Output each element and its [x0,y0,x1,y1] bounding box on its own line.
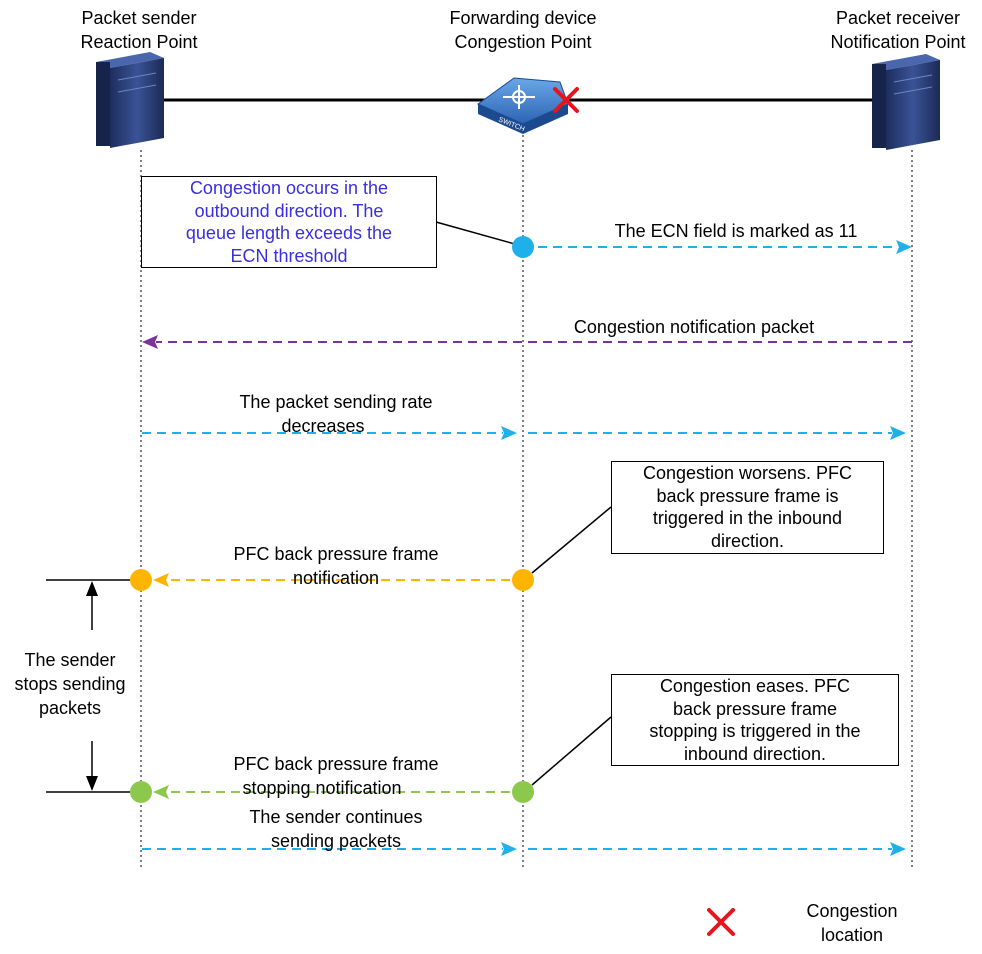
device-label-line2: Congestion Point [454,32,592,52]
worsens-note-line4: direction. [710,530,785,551]
pfc-stop-arrowhead [153,785,169,799]
rate-arrowhead-1 [501,426,517,440]
ecn-note-line4: ECN threshold [230,245,348,266]
receiver-label: Packet receiver Notification Point [800,6,982,54]
eases-note-line3: stopping is triggered in the [649,721,861,741]
worsens-note-line2: back pressure frame is [656,485,839,506]
device-label-line1: Forwarding device [449,8,597,28]
congestion-worsens-note: Congestion worsens. PFC back pressure fr… [611,461,884,554]
continue-line1: The sender continues [249,807,423,827]
pause-note-line2: stops sending [14,674,126,694]
pause-note-line3: packets [38,698,102,718]
pfc-stop-label: PFC back pressure frame stopping notific… [176,752,496,800]
ecn-note-line2: outbound direction. The [194,200,384,221]
sender-label-line1: Packet sender [81,8,197,28]
cnp-label: Congestion notification packet [573,317,815,337]
pfc-stop-line1: PFC back pressure frame [233,754,439,774]
worsens-note-line3: triggered in the inbound [652,508,843,528]
pause-note-line1: The sender [24,650,116,670]
pfc-notify-dot-device [512,569,534,591]
continue-label: The sender continues sending packets [176,805,496,853]
continue-arrowhead-2 [890,842,906,856]
ecn-arrowhead [896,240,912,254]
receiver-label-line1: Packet receiver [835,8,961,28]
sender-label: Packet sender Reaction Point [44,6,234,54]
receiver-label-line2: Notification Point [830,32,966,52]
receiver-server-icon [872,54,940,150]
legend-line1: Congestion [806,901,898,921]
worsens-box-leader [531,506,612,574]
switch-icon: SWITCH [477,77,569,134]
continue-line2: sending packets [270,831,402,851]
eases-note-line1: Congestion eases. PFC [659,676,851,696]
rate-decrease-line2: decreases [281,416,365,436]
pfc-stop-dot-device [512,781,534,803]
eases-box-leader [531,716,612,786]
pfc-notify-dot-sender [130,569,152,591]
rate-decrease-line1: The packet sending rate [239,392,433,412]
ecn-box-leader [435,221,523,247]
pause-up-arrowhead [86,581,98,596]
ecn-note-line1: Congestion occurs in the [189,178,389,198]
pfc-notify-line1: PFC back pressure frame [233,544,439,564]
legend-line2: location [820,925,884,945]
congestion-x-icon [553,87,579,113]
pfc-stop-dot-sender [130,781,152,803]
legend-label: Congestion location [776,899,928,947]
eases-note-line4: inbound direction. [683,743,827,764]
cnp-arrowhead [142,335,158,349]
device-label: Forwarding device Congestion Point [428,6,618,54]
pfc-notify-arrowhead [153,573,169,587]
sender-label-line2: Reaction Point [80,32,198,52]
rate-arrowhead-2 [890,426,906,440]
ecn-threshold-note: Congestion occurs in the outbound direct… [141,176,437,268]
legend-red-x-icon [707,908,735,936]
rate-decrease-label: The packet sending rate decreases [176,390,496,438]
pfc-notify-label: PFC back pressure frame notification [176,542,496,590]
pause-down-arrowhead [86,776,98,791]
ecn-note-line3: queue length exceeds the [185,223,393,243]
sender-server-icon [96,52,164,148]
pfc-stop-line2: stopping notification [242,778,402,798]
congestion-eases-note: Congestion eases. PFC back pressure fram… [611,674,899,766]
ecn-marked-label: The ECN field is marked as 11 [614,221,858,241]
pfc-notify-line2: notification [292,568,380,588]
sender-pause-note: The sender stops sending packets [2,648,138,720]
continue-arrowhead-1 [501,842,517,856]
ecn-marker-dot [512,236,534,258]
worsens-note-line1: Congestion worsens. PFC [642,463,853,483]
eases-note-line2: back pressure frame [672,698,838,719]
